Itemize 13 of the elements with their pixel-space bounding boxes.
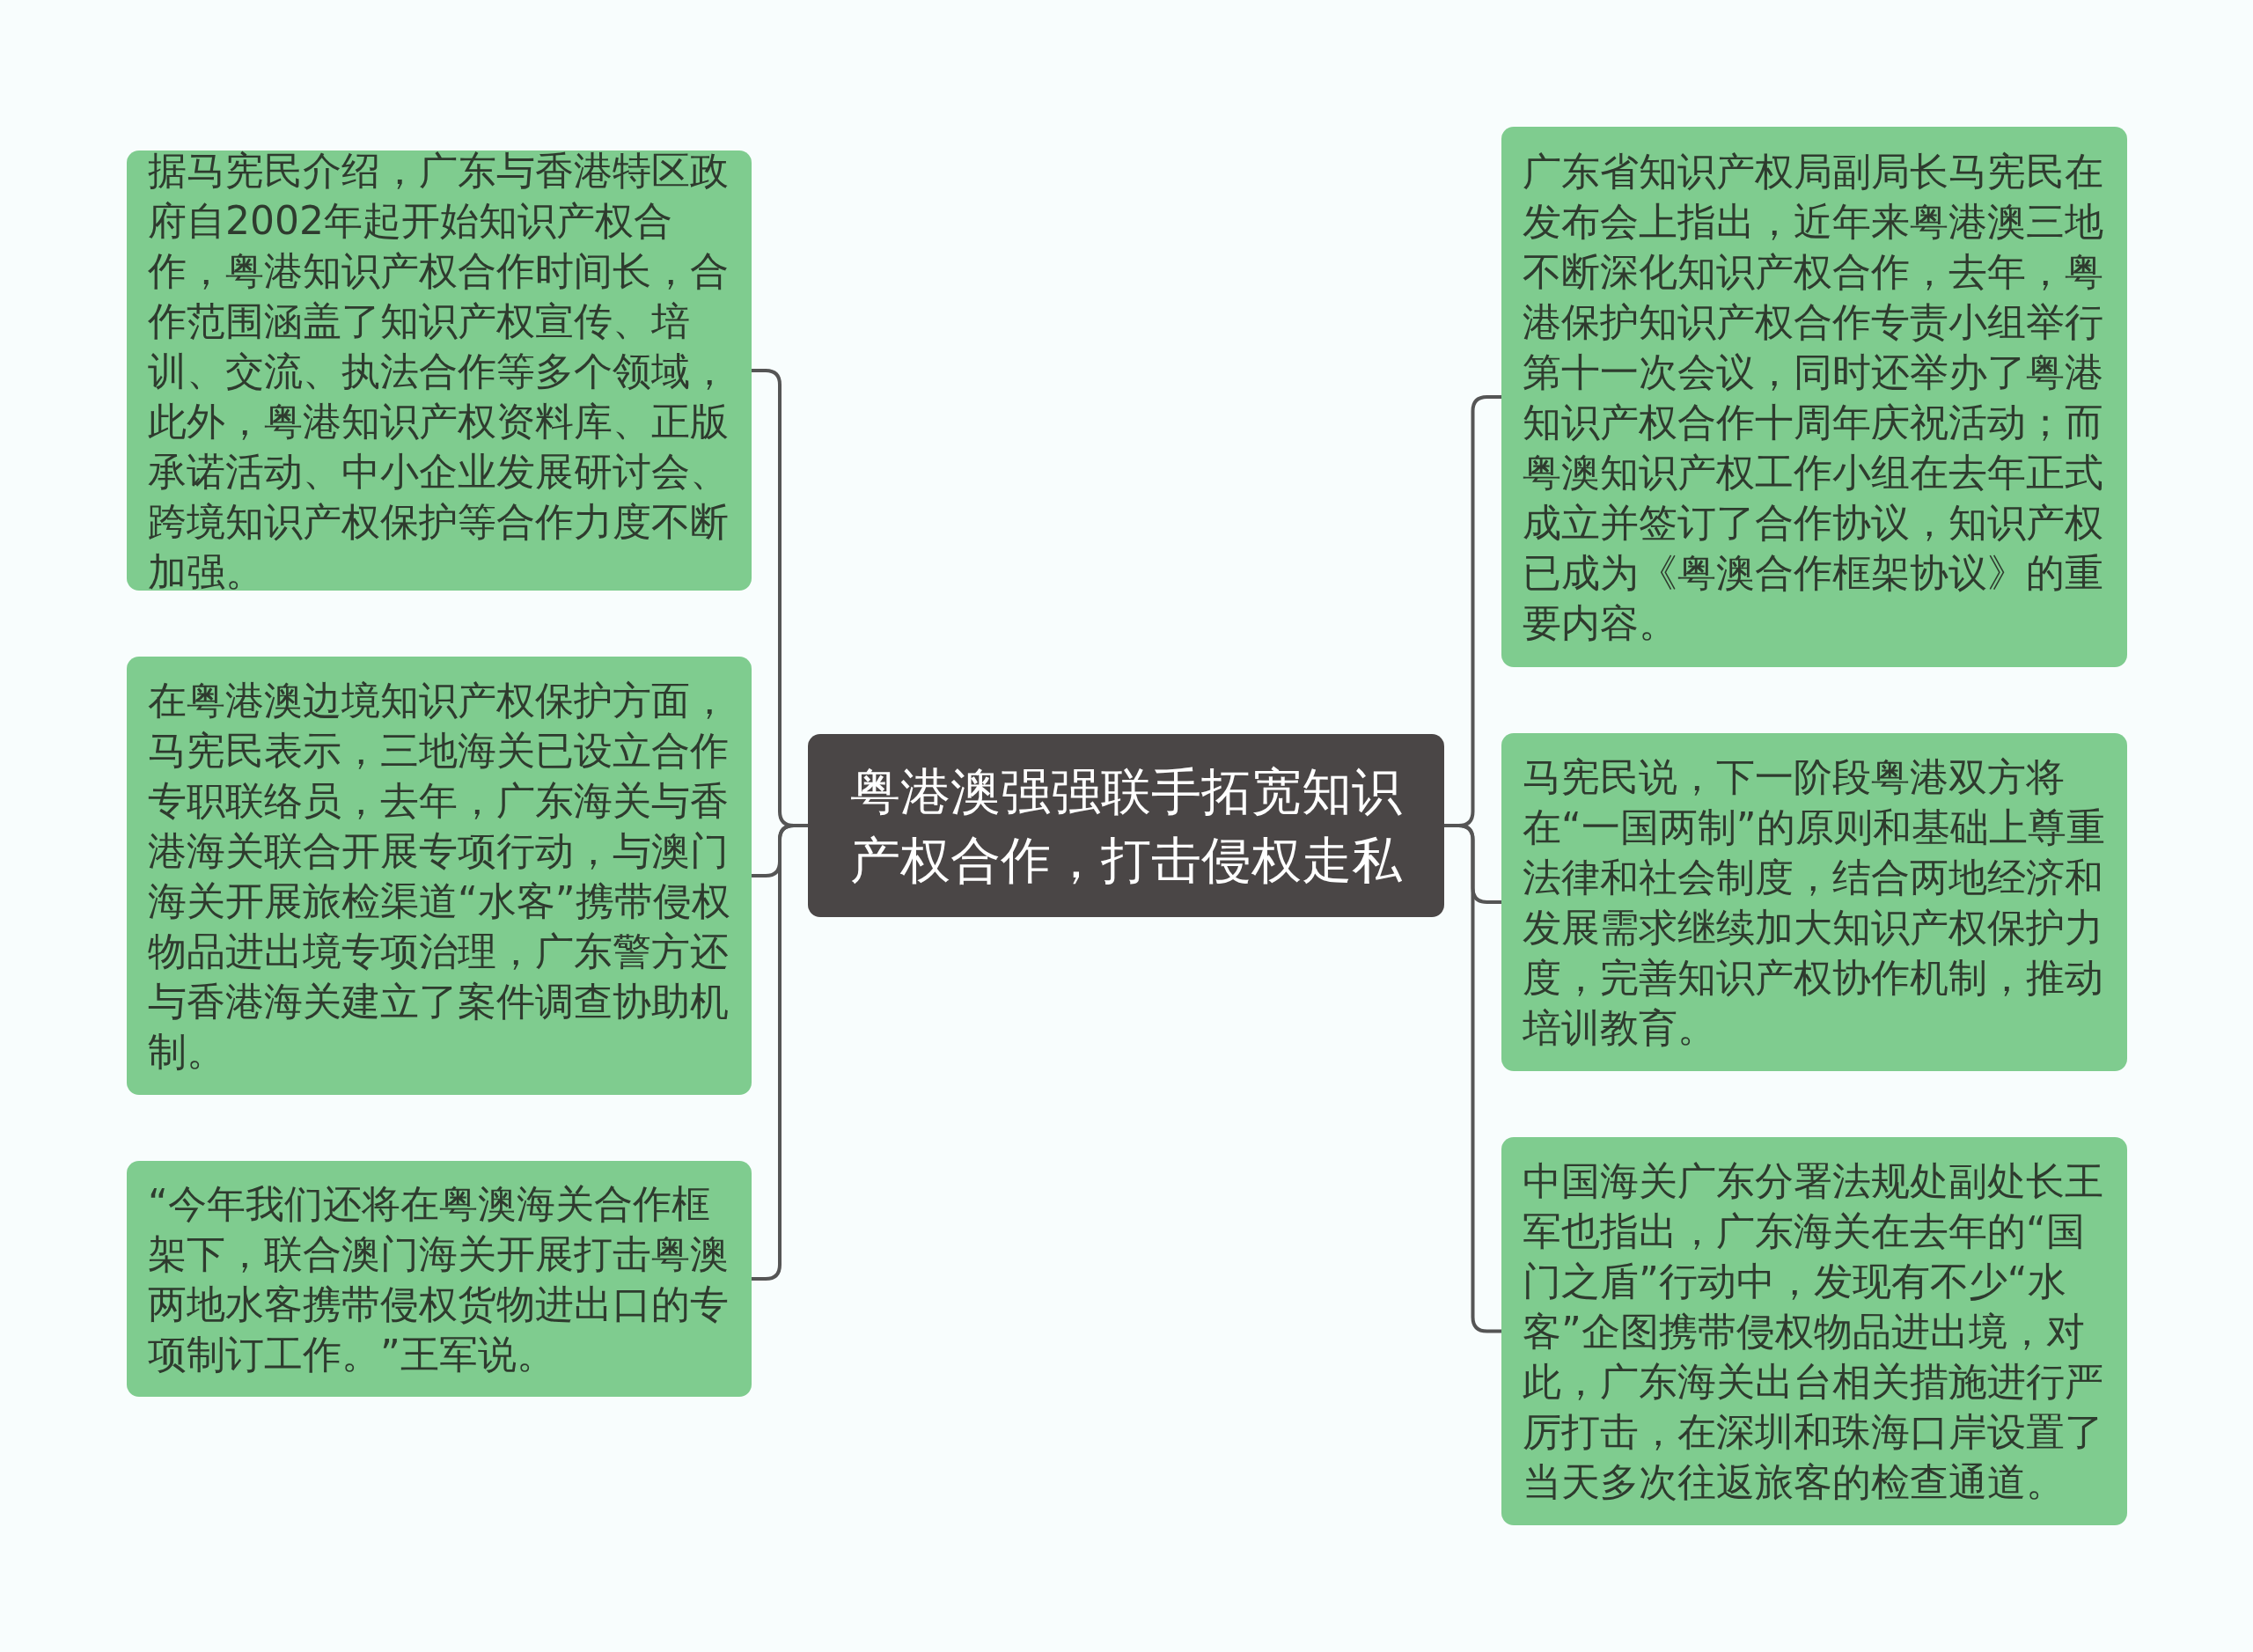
topic-text: 在粤港澳边境知识产权保护方面，马宪民表示，三地海关已设立合作专职联络员，去年，广东海关与香港海关联合开展专项行动，与澳门海关开展旅检渠道“水客”携带侵权物品进出境专项治理，广东警方还与香港海关建立了案件调查协助机制。 <box>148 677 730 1076</box>
topic-box <box>1501 1137 2127 1525</box>
topic-text: 马宪民说，下一阶段粤港双方将在“一国两制”的原则和基础上尊重法律和社会制度，结合两地经济和发展需求继续加大知识产权保护力度，完善知识产权协作机制，推动培训教育。 <box>1523 753 2106 1052</box>
central-topic-box <box>808 734 1444 917</box>
central-topic-text: 粤港澳强强联手拓宽知识产权合作，打击侵权走私 <box>849 761 1403 891</box>
topic-text: 据马宪民介绍，广东与香港特区政府自2002年起开始知识产权合作，粤港知识产权合作时间长，合作范围涵盖了知识产权宣传、培训、交流、执法合作等多个领域，此外，粤港知识产权资料库、正版承诺活动、中小企业发展研讨会、跨境知识产权保护等合作力度不断加强。 <box>148 146 730 596</box>
topic-text: 中国海关广东分署法规处副处长王军也指出，广东海关在去年的“国门之盾”行动中，发现有不少“水客”企图携带侵权物品进出境，对此，广东海关出台相关措施进行严厉打击，在深圳和珠海口岸设置了当天多次往返旅客的检查通道。 <box>1523 1157 2104 1506</box>
topic-text: “今年我们还将在粤澳海关合作框架下，联合澳门海关开展打击粤澳两地水客携带侵权货物进出口的专项制订工作。”王军说。 <box>148 1180 730 1378</box>
topic-text: 广东省知识产权局副局长马宪民在发布会上指出，近年来粤港澳三地不断深化知识产权合作，去年，粤港保护知识产权合作专责小组举行第十一次会议，同时还举办了粤港知识产权合作十周年庆祝活动；而粤澳知识产权工作小组在去年正式成立并签订了合作协议，知识产权已成为《粤澳合作框架协议》的重要内容。 <box>1523 148 2104 647</box>
topic-box <box>127 1161 752 1397</box>
topic-box <box>127 657 752 1095</box>
topic-box <box>1501 733 2127 1071</box>
connector-line <box>752 824 808 1281</box>
